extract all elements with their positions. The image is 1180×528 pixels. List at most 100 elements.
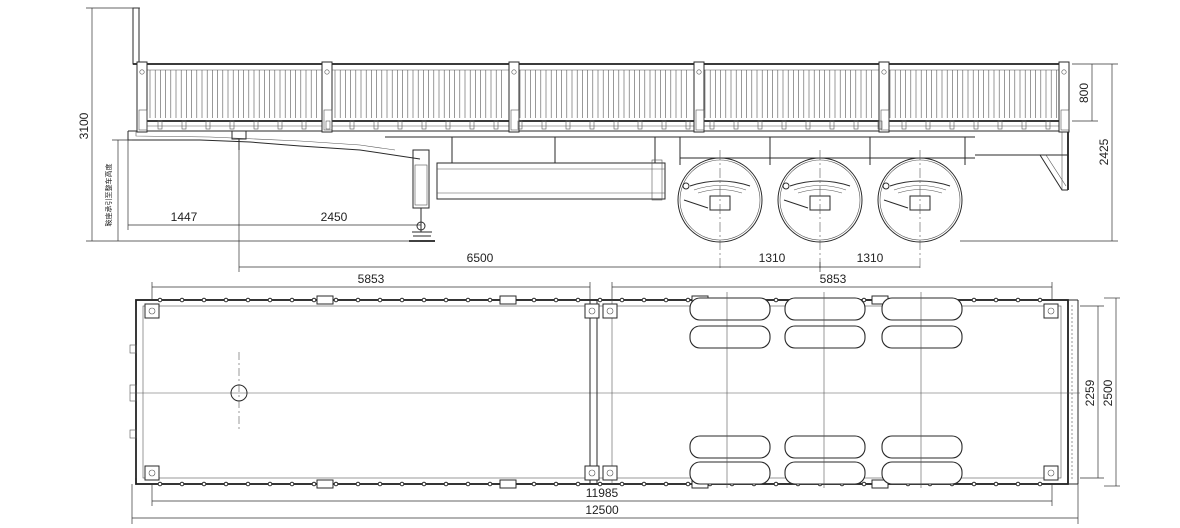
dim-2500: 2500 [1101,379,1115,406]
stud [267,297,273,303]
landing-gear [409,149,435,242]
stud [993,481,999,487]
hinge [138,109,148,131]
stud [773,297,779,303]
stake-pocket [709,120,715,130]
dim-2425: 2425 [1097,138,1111,165]
dim-5853-left: 5853 [358,272,385,286]
stud [685,481,691,487]
stake-pocket [493,120,499,130]
tire [784,325,866,349]
stud [377,297,383,303]
stud [223,481,229,487]
joint-post [878,61,890,133]
joint-post [136,61,148,133]
stake-pocket [205,120,211,130]
stud [487,481,493,487]
stake-pocket [565,120,571,130]
stud [531,481,537,487]
stake-pockets [157,120,1051,130]
stud [619,297,625,303]
stud [1037,481,1043,487]
stud [487,297,493,303]
top-view: 5853 5853 2259 2500 11985 12500 [129,272,1120,524]
tire [689,297,771,321]
stud [861,481,867,487]
twist-lock-pin [606,307,614,315]
dim-1310-a: 1310 [759,251,786,265]
stake-pocket [253,120,259,130]
twist-lock-blocks [144,303,1059,481]
hanger-pin [782,182,790,190]
leaf-spring-2 [693,185,747,191]
stud [971,481,977,487]
stud [223,297,229,303]
dim-1447: 1447 [171,210,198,224]
stud [597,297,603,303]
lock-pin [324,69,330,75]
torque-arm [883,199,909,209]
stud [289,481,295,487]
stake-pocket [733,120,739,130]
stud [421,481,427,487]
stud [157,481,163,487]
twist-lock-pin [148,469,156,477]
stake-pocket [853,120,859,130]
twist-lock [144,465,160,481]
panel-lock [499,479,517,489]
stake-pocket [685,120,691,130]
panel-joint-posts [136,61,1070,133]
twist-lock [144,303,160,319]
stake-pocket [517,120,523,130]
gooseneck [127,131,421,160]
stake-pocket [877,120,883,130]
stud [553,297,559,303]
lock-pin [881,69,887,75]
twist-lock [602,303,618,319]
hinge [323,109,333,131]
tire [881,461,963,485]
stud [773,481,779,487]
stake-pocket [541,120,547,130]
dim-12500: 12500 [585,503,619,517]
stud [201,297,207,303]
dim-5853-right: 5853 [820,272,847,286]
twist-lock-pin [606,469,614,477]
dim-6500: 6500 [467,251,494,265]
stake-pocket [229,120,235,130]
hinge [695,109,705,131]
stud [1015,297,1021,303]
leaf-spring-2 [893,185,947,191]
stud [179,297,185,303]
stake-pocket [589,120,595,130]
stake-pocket [781,120,787,130]
stake-pocket [349,120,355,130]
stake-pocket [973,120,979,130]
stud [465,481,471,487]
stud [179,481,185,487]
twist-lock-pin [588,307,596,315]
dim-2450: 2450 [321,210,348,224]
lock-pin [511,69,517,75]
stud [157,297,163,303]
dim-note-vertical: 鞍座承引至整车高度 [104,164,113,227]
side-view: 3100 鞍座承引至整车高度 1447 2450 6500 1310 1310 … [77,7,1118,272]
stud [311,297,317,303]
stake-pocket [301,120,307,130]
hanger-pin [882,182,890,190]
stud [685,297,691,303]
lock-pin [1061,69,1067,75]
twist-lock [1043,303,1059,319]
stud [333,297,339,303]
side-panel-pickets [149,70,1057,118]
hinge [880,109,890,131]
joint-post [321,61,333,133]
stake-pocket [277,120,283,130]
stud [641,481,647,487]
twist-lock [602,465,618,481]
stake-pocket [661,120,667,130]
stake-pocket [949,120,955,130]
tire [881,297,963,321]
stake-pocket [1021,120,1027,130]
